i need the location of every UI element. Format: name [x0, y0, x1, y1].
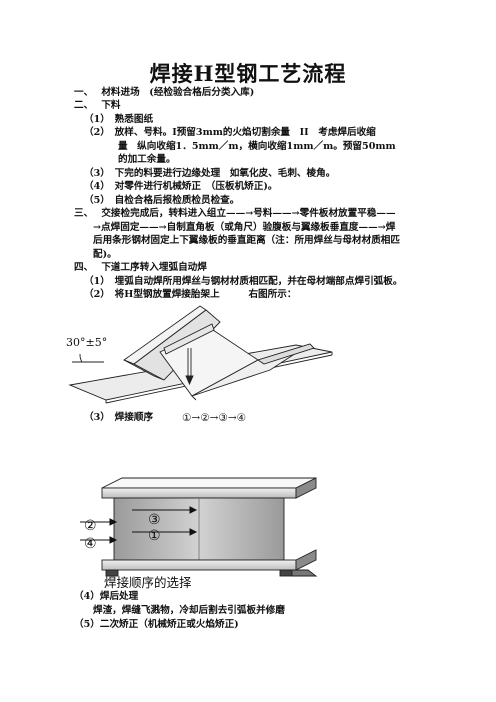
section-2-item-4: （4） 对零件进行机械矫正 （压板机矫正)。 [84, 181, 278, 192]
weld-marker-4: ④ [84, 536, 97, 552]
section-4-item-3: （3） 焊接顺序 [84, 412, 154, 423]
section-2: 二、 下料 [74, 100, 121, 111]
jig-figure: 30°±5° [66, 305, 333, 404]
section-4-item-1: （1） 埋弧自动焊所用焊丝与钢材材质相匹配，并在母材端部点焊引弧板。 [84, 276, 403, 287]
section-1: 一、 材料进场 (经检验合格后分类入库) [74, 87, 255, 98]
section-2-item-2a: （2） 放样、号料。Ⅰ预留3mm的火焰切割余量 ⅠⅠ 考虑焊后收缩 [84, 127, 376, 138]
section-4-item-4-detail: 焊渣，焊缝飞溅物，冷却后割去引弧板并修磨 [93, 605, 285, 616]
section-3-line-1: 三、 交接检完成后，转料进入组立——→号料——→零件板材放置平稳—— [74, 208, 396, 219]
angle-label: 30°±5° [66, 336, 107, 349]
section-3-line-3: 后用条形钢材固定上下翼缘板的垂直距离（注：所用焊丝与母材材质相匹 [93, 235, 400, 246]
section-4: 四、 下道工序转入埋弧自动焊 [74, 262, 207, 273]
weld-marker-1: ① [148, 528, 161, 544]
figure-caption: 焊接顺序的选择 [104, 575, 192, 590]
section-4-item-4: （4）焊后处理 [74, 591, 139, 602]
section-4-item-5: （5）二次矫正（机械矫正或火焰矫正) [74, 619, 239, 630]
section-4-item-2: （2） 将H型钢放置焊接胎架上 右图所示： [84, 289, 297, 300]
section-2-item-5: （5） 自检合格后报检质检员检查。 [84, 195, 240, 206]
weld-sequence: ①→②→③→④ [182, 412, 247, 424]
section-2-item-3: （3） 下完的料要进行边缘处理 如氧化皮、毛刺、棱角。 [84, 168, 336, 179]
section-2-item-1: （1） 熟悉图纸 [84, 114, 154, 125]
section-3-line-2: →点焊固定——→自制直角板（或角尺）验腹板与翼缘板垂直度——→焊 [93, 222, 396, 233]
section-3-line-4: 配)。 [93, 249, 117, 260]
weld-marker-2: ② [84, 518, 97, 534]
section-2-item-2b: 量 纵向收缩1．5mm／m，横向收缩1mm／m。预留50mm [118, 141, 396, 152]
section-2-item-2c: 的加工余量。 [118, 154, 176, 165]
weld-marker-3: ③ [148, 512, 161, 528]
page-title: 焊接H型钢工艺流程 [149, 61, 347, 86]
weld-sequence-figure: ③ ① ② ④ [80, 477, 318, 577]
